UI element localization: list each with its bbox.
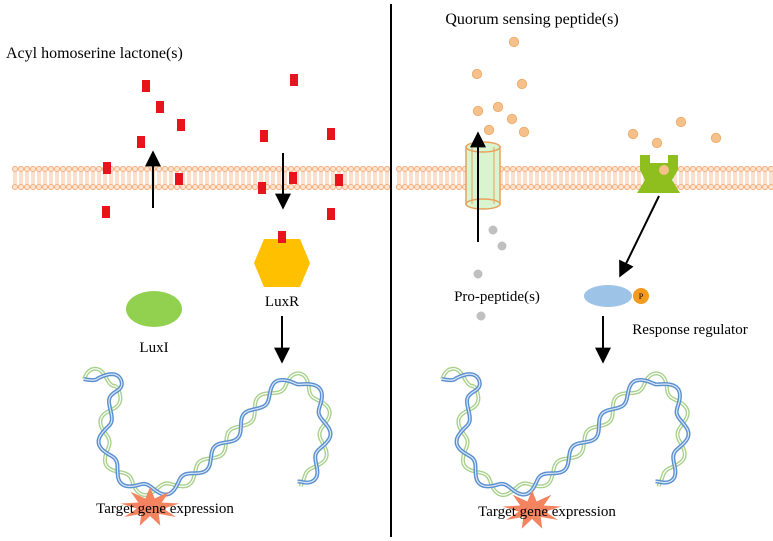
peptide-molecule xyxy=(508,36,520,48)
ahl-molecule xyxy=(137,136,145,148)
luxi-shape xyxy=(126,291,182,327)
right-title: Quorum sensing peptide(s) xyxy=(445,11,618,28)
ahl-molecule xyxy=(142,80,150,92)
starburst-left xyxy=(120,487,180,526)
propeptides xyxy=(473,225,507,321)
response-regulator-shape xyxy=(584,285,632,307)
ahl-molecule xyxy=(289,172,297,184)
propeptide-molecule xyxy=(476,311,486,321)
dna-right xyxy=(440,366,691,497)
ahl-molecule xyxy=(102,206,110,218)
phosphate-icon xyxy=(633,288,649,304)
peptide-molecule xyxy=(472,105,484,117)
starburst-right xyxy=(502,490,562,529)
propeptide-molecule xyxy=(497,241,507,251)
peptide-molecule xyxy=(492,101,504,113)
phosphate-label: P xyxy=(639,292,644,301)
receptor-kinase xyxy=(637,155,680,193)
peptide-molecule xyxy=(675,116,687,128)
membrane-right xyxy=(395,165,773,191)
luxi-label: LuxI xyxy=(139,340,168,356)
peptide-signals xyxy=(471,36,722,206)
response-regulator-label: Response regulator xyxy=(632,322,747,338)
right-output-label: Target gene expression xyxy=(478,504,616,520)
peptide-transporter xyxy=(465,141,501,210)
dna-left xyxy=(82,366,333,497)
peptide-molecule xyxy=(471,68,483,80)
ahl-molecule xyxy=(175,173,183,185)
peptide-molecule xyxy=(506,113,518,125)
propeptide-molecule xyxy=(473,269,483,279)
peptide-molecule xyxy=(627,128,639,140)
membrane-left xyxy=(11,165,391,191)
propeptide-molecule xyxy=(488,225,498,235)
ahl-molecule xyxy=(327,128,335,140)
left-title: Acyl homoserine lactone(s) xyxy=(6,45,183,62)
receptor-to-regulator-arrow xyxy=(619,195,660,278)
peptide-molecule xyxy=(518,126,530,138)
ahl-molecule xyxy=(327,208,335,220)
luxr-bound-ahl xyxy=(278,231,286,243)
ahl-molecule xyxy=(335,174,343,186)
left-output-label: Target gene expression xyxy=(96,501,234,517)
ahl-molecule xyxy=(156,101,164,113)
ahl-molecule xyxy=(177,119,185,131)
ahl-signals xyxy=(102,74,343,220)
ahl-molecule xyxy=(258,182,266,194)
ahl-molecule xyxy=(103,162,111,174)
peptide-molecule xyxy=(516,78,528,90)
peptide-molecule xyxy=(710,132,722,144)
ahl-molecule xyxy=(290,74,298,86)
peptide-molecule xyxy=(651,137,663,149)
propeptide-label: Pro-peptide(s) xyxy=(454,289,540,305)
ahl-molecule xyxy=(260,130,268,142)
receptor-bound-peptide xyxy=(659,165,669,175)
peptide-molecule xyxy=(483,124,495,136)
luxr-label: LuxR xyxy=(265,294,299,310)
luxr-shape xyxy=(254,239,310,287)
